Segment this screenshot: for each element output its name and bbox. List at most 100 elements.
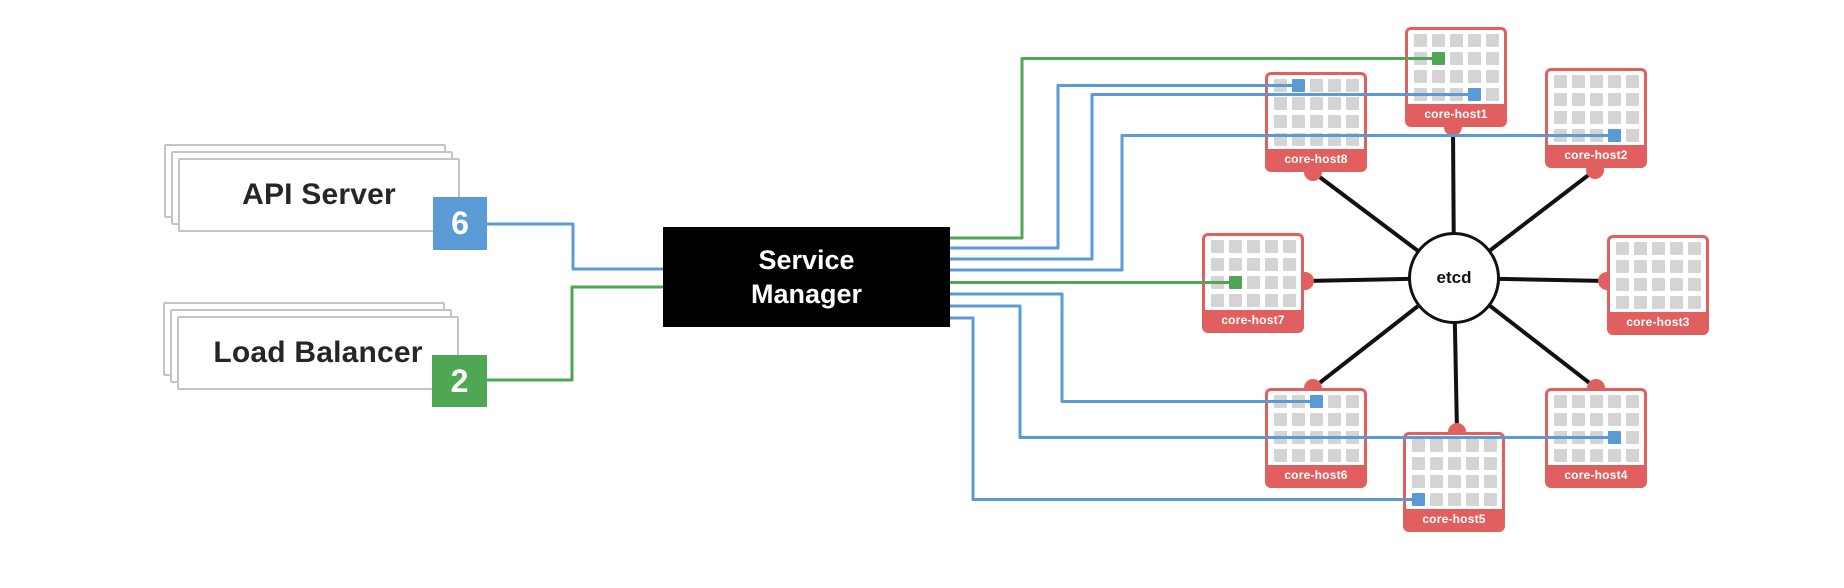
- host-card-core-host4: core-host4: [1545, 388, 1647, 488]
- unit-cell: [1625, 93, 1639, 106]
- unit-cell: [1633, 242, 1647, 255]
- unit-cell: [1449, 34, 1463, 47]
- green-unit-cell: [1228, 276, 1242, 289]
- unit-cell: [1264, 258, 1278, 271]
- host-machine-grid: [1548, 71, 1644, 142]
- load-balancer-count-badge: 2: [432, 355, 487, 407]
- unit-cell: [1571, 93, 1585, 106]
- unit-cell: [1465, 439, 1479, 452]
- unit-cell: [1625, 449, 1639, 462]
- unit-cell: [1327, 97, 1341, 110]
- host-machine-grid: [1406, 435, 1502, 506]
- unit-cell: [1413, 34, 1427, 47]
- etcd-node: etcd: [1408, 232, 1500, 324]
- etcd-label: etcd: [1436, 268, 1472, 287]
- unit-cell: [1615, 260, 1629, 273]
- unit-cell: [1291, 395, 1305, 408]
- unit-cell: [1246, 240, 1260, 253]
- unit-cell: [1345, 413, 1359, 426]
- unit-cell: [1345, 97, 1359, 110]
- unit-cell: [1589, 413, 1603, 426]
- unit-cell: [1327, 449, 1341, 462]
- unit-cell: [1467, 52, 1481, 65]
- unit-cell: [1309, 115, 1323, 128]
- blue-unit-cell: [1467, 88, 1481, 101]
- unit-cell: [1282, 276, 1296, 289]
- unit-cell: [1291, 431, 1305, 444]
- connection-api-server-badge-to-service-manager: [487, 222, 663, 271]
- unit-cell: [1273, 133, 1287, 146]
- unit-cell: [1345, 395, 1359, 408]
- unit-cell: [1273, 97, 1287, 110]
- unit-cell: [1687, 260, 1701, 273]
- unit-cell: [1485, 52, 1499, 65]
- host-card-core-host7: core-host7: [1202, 233, 1304, 333]
- unit-cell: [1553, 431, 1567, 444]
- unit-cell: [1571, 111, 1585, 124]
- host-card-core-host1: core-host1: [1405, 27, 1507, 127]
- unit-cell: [1246, 276, 1260, 289]
- blue-unit-cell: [1309, 395, 1323, 408]
- unit-cell: [1669, 278, 1683, 291]
- unit-cell: [1607, 449, 1621, 462]
- host-card-core-host6: core-host6: [1265, 388, 1367, 488]
- unit-cell: [1345, 431, 1359, 444]
- api-server-count-badge: 6: [433, 197, 487, 250]
- unit-cell: [1413, 70, 1427, 83]
- unit-cell: [1571, 413, 1585, 426]
- blue-unit-cell: [1607, 431, 1621, 444]
- unit-cell: [1282, 294, 1296, 307]
- unit-cell: [1345, 79, 1359, 92]
- unit-cell: [1589, 449, 1603, 462]
- host-label: core-host2: [1548, 145, 1644, 165]
- unit-cell: [1483, 439, 1497, 452]
- unit-cell: [1447, 439, 1461, 452]
- unit-cell: [1589, 129, 1603, 142]
- unit-cell: [1589, 111, 1603, 124]
- unit-cell: [1589, 431, 1603, 444]
- host-machine-grid: [1610, 238, 1706, 309]
- unit-cell: [1625, 395, 1639, 408]
- unit-cell: [1246, 258, 1260, 271]
- unit-cell: [1467, 70, 1481, 83]
- host-machine-grid: [1548, 391, 1644, 462]
- connection-load-balancer-badge-to-service-manager: [487, 285, 663, 382]
- unit-cell: [1607, 93, 1621, 106]
- host-label: core-host8: [1268, 149, 1364, 169]
- green-unit-cell: [1431, 52, 1445, 65]
- unit-cell: [1431, 34, 1445, 47]
- unit-cell: [1625, 111, 1639, 124]
- host-card-core-host5: core-host5: [1403, 432, 1505, 532]
- load-balancer-label: Load Balancer: [213, 336, 423, 369]
- unit-cell: [1309, 431, 1323, 444]
- unit-cell: [1449, 52, 1463, 65]
- unit-cell: [1309, 133, 1323, 146]
- unit-cell: [1327, 79, 1341, 92]
- service-manager-label-line1: Service: [758, 245, 855, 275]
- host-machine-grid: [1268, 75, 1364, 146]
- host-card-core-host8: core-host8: [1265, 72, 1367, 172]
- unit-cell: [1625, 75, 1639, 88]
- host-label: core-host1: [1408, 104, 1504, 124]
- unit-cell: [1273, 79, 1287, 92]
- unit-cell: [1282, 240, 1296, 253]
- host-label: core-host6: [1268, 465, 1364, 485]
- unit-cell: [1327, 395, 1341, 408]
- unit-cell: [1228, 258, 1242, 271]
- unit-cell: [1291, 449, 1305, 462]
- host-label: core-host3: [1610, 312, 1706, 332]
- unit-cell: [1687, 278, 1701, 291]
- load-balancer-box: Load Balancer: [177, 316, 459, 390]
- host-label: core-host4: [1548, 465, 1644, 485]
- unit-cell: [1327, 431, 1341, 444]
- unit-cell: [1309, 97, 1323, 110]
- unit-cell: [1345, 449, 1359, 462]
- unit-cell: [1309, 413, 1323, 426]
- blue-unit-cell: [1291, 79, 1305, 92]
- unit-cell: [1210, 276, 1224, 289]
- service-manager-label-line2: Manager: [750, 279, 863, 309]
- unit-cell: [1483, 475, 1497, 488]
- unit-cell: [1615, 278, 1629, 291]
- blue-unit-cell: [1411, 493, 1425, 506]
- unit-cell: [1465, 457, 1479, 470]
